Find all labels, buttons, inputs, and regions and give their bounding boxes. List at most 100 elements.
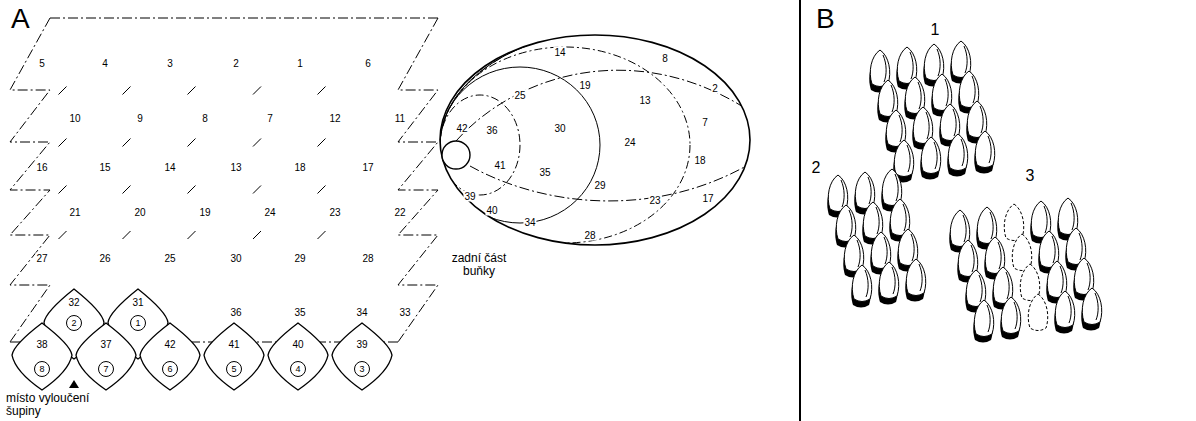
scale-number: 42	[164, 340, 175, 350]
scale-node: 37 7	[75, 322, 137, 391]
grid-number: 6	[364, 58, 372, 69]
grid-number: 19	[198, 207, 211, 218]
grid-number: 20	[133, 207, 146, 218]
marker-triangle	[69, 380, 79, 388]
cell-number: 34	[523, 217, 536, 228]
grid-tick	[253, 186, 261, 194]
scale	[1000, 297, 1020, 340]
patch-number: 3	[1025, 167, 1036, 185]
scale	[1081, 288, 1101, 331]
scale-outline-path	[140, 323, 200, 390]
grid-number: 22	[393, 207, 406, 218]
scale-outline-path	[76, 323, 136, 390]
grid-number: 26	[98, 253, 111, 264]
circled-number: 4	[290, 361, 306, 377]
grid-number: 10	[68, 113, 81, 124]
cell-number: 14	[553, 47, 566, 58]
grid-number: 27	[35, 253, 48, 264]
grid-tick	[59, 186, 67, 194]
grid-tick	[123, 186, 131, 194]
cell-number: 40	[485, 205, 498, 216]
scale-outline-path	[204, 323, 264, 390]
grid-number: 8	[201, 113, 209, 124]
grid-number: 29	[293, 253, 306, 264]
scale-outline	[203, 322, 265, 391]
cell-number: 42	[455, 123, 468, 134]
grid-tick	[188, 186, 196, 194]
grid-number: 11	[394, 113, 406, 124]
panel-letter: B	[815, 4, 836, 35]
grid-tick	[123, 87, 131, 95]
scale-outline	[331, 322, 393, 391]
scale-number: 38	[36, 340, 47, 350]
scale-node: 415	[203, 322, 265, 391]
grid-tick	[318, 231, 326, 239]
cell-number: 25	[513, 90, 526, 101]
grid-number: 17	[361, 162, 374, 173]
grid-number: 30	[229, 253, 242, 264]
grid-tick	[253, 87, 261, 95]
patch-number: 2	[811, 159, 822, 177]
scale	[851, 265, 871, 308]
cell-number: 7	[701, 117, 709, 128]
grid-number: 3	[166, 58, 174, 69]
grid-number: 12	[328, 113, 341, 124]
scale	[878, 262, 898, 305]
circled-number: 1	[130, 315, 146, 331]
cell-number: 36	[485, 125, 498, 136]
scale-number: 32	[68, 298, 79, 308]
circled-number: 3	[354, 361, 370, 377]
scale-outline	[267, 322, 329, 391]
grid-number: 28	[361, 253, 374, 264]
scale-outline-path	[332, 323, 392, 390]
cell-outline	[440, 15, 910, 275]
cell-number: 2	[711, 83, 719, 94]
grid-number: 35	[293, 307, 306, 318]
scale-outline-path	[12, 323, 72, 390]
grid-number: 21	[68, 207, 81, 218]
grid-tick	[59, 231, 67, 239]
scale-number: 39	[356, 340, 367, 350]
cell-number: 30	[553, 123, 566, 134]
cell-number: 8	[661, 53, 669, 64]
note-label: zadní část buňky	[436, 252, 522, 278]
grid-number: 4	[101, 58, 109, 69]
scale-node: 39 3	[331, 322, 393, 391]
grid-number: 18	[293, 162, 306, 173]
grid-tick	[188, 231, 196, 239]
scale-outline	[139, 322, 201, 391]
scale-node: 388	[11, 322, 73, 391]
scale-node: 40 4	[267, 322, 329, 391]
scale	[905, 259, 925, 302]
panel-divider	[799, 0, 801, 421]
cell-number: 18	[693, 155, 706, 166]
patch-number: 1	[930, 21, 941, 39]
grid-number: 16	[35, 162, 48, 173]
grid-number: 1	[296, 58, 304, 69]
scale-outline	[11, 322, 73, 391]
circled-number: 5	[226, 361, 242, 377]
note-label: místo vyloučení šupiny	[5, 392, 119, 418]
grid-number: 23	[328, 207, 341, 218]
grid-tick	[253, 231, 261, 239]
grid-number: 34	[355, 307, 368, 318]
grid-number: 7	[266, 113, 274, 124]
scale-outline-path	[268, 323, 328, 390]
panel-letter: A	[10, 4, 31, 35]
grid-number: 33	[398, 307, 411, 318]
grid-number: 2	[232, 58, 240, 69]
grid-number: 25	[163, 253, 176, 264]
grid-tick	[188, 87, 196, 95]
grid-number: 9	[136, 113, 144, 124]
grid-number: 36	[229, 307, 242, 318]
circled-number: 7	[98, 361, 114, 377]
grid-tick	[59, 87, 67, 95]
scale	[947, 134, 967, 177]
scale-number: 40	[292, 340, 303, 350]
grid-number: 5	[38, 58, 46, 69]
circled-number: 6	[162, 361, 178, 377]
scale	[920, 137, 940, 180]
scale-number: 37	[100, 340, 111, 350]
scale	[973, 300, 993, 343]
cell-number: 39	[463, 191, 476, 202]
